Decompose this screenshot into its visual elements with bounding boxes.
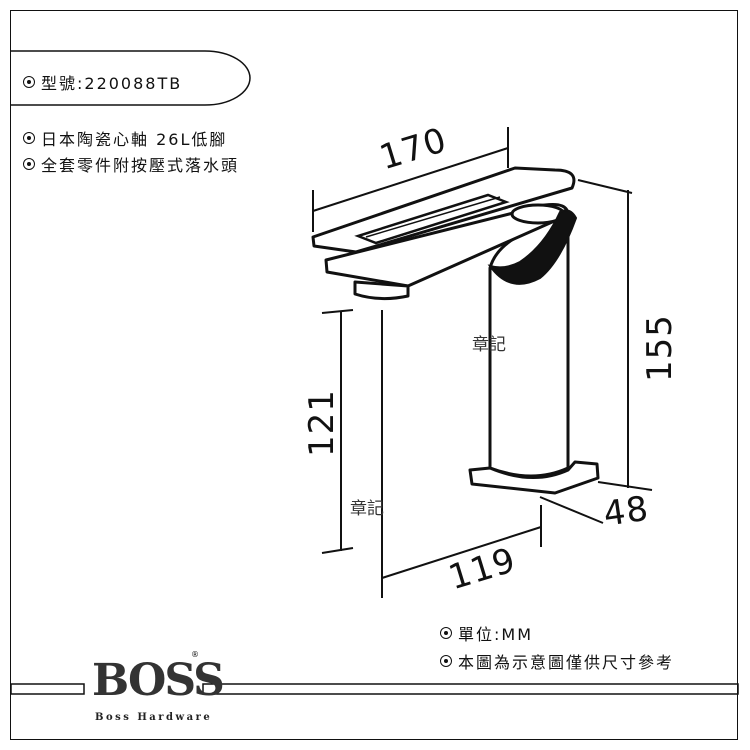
unit-note: 單位:MM (440, 621, 533, 645)
bullet-icon (23, 76, 35, 88)
bullet-icon (440, 655, 452, 667)
brand-logo: BOSS (92, 655, 225, 706)
faucet-base-plate (468, 460, 600, 495)
bullet-icon (23, 158, 35, 170)
disclaimer-note: 本圖為示意圖僅供尺寸參考 (440, 649, 674, 673)
dim-label-121: 121 (302, 389, 342, 457)
feature-item: 日本陶瓷心軸 26L低腳 (23, 126, 227, 150)
dim-119-line (381, 526, 542, 579)
dim-121-ext-bottom (321, 547, 354, 554)
stamp-upper: 章記 (472, 335, 506, 355)
brand-tagline: Boss Hardware (95, 712, 213, 723)
drawing-frame (10, 10, 738, 740)
faucet-aerator (353, 280, 410, 301)
registered-mark: ® (191, 650, 199, 659)
dim-121-ext-top (321, 309, 354, 314)
model-label: 型號:220088TB (23, 70, 182, 94)
dim-155-ext-top (577, 179, 633, 194)
dim-48-line (539, 496, 604, 524)
logo-band-left (10, 683, 85, 695)
dim-155-ext-bottom (597, 481, 653, 491)
logo-band-right (202, 683, 739, 695)
bullet-icon (23, 132, 35, 144)
dim-170-line (312, 147, 509, 212)
model-tab-outline (11, 50, 251, 106)
stamp-lower: 章記 (350, 499, 384, 519)
bullet-icon (440, 627, 452, 639)
dim-label-48: 48 (601, 488, 652, 535)
faucet-body-shadow (487, 209, 578, 285)
dim-label-155: 155 (640, 314, 680, 382)
feature-item: 全套零件附按壓式落水頭 (23, 152, 239, 176)
